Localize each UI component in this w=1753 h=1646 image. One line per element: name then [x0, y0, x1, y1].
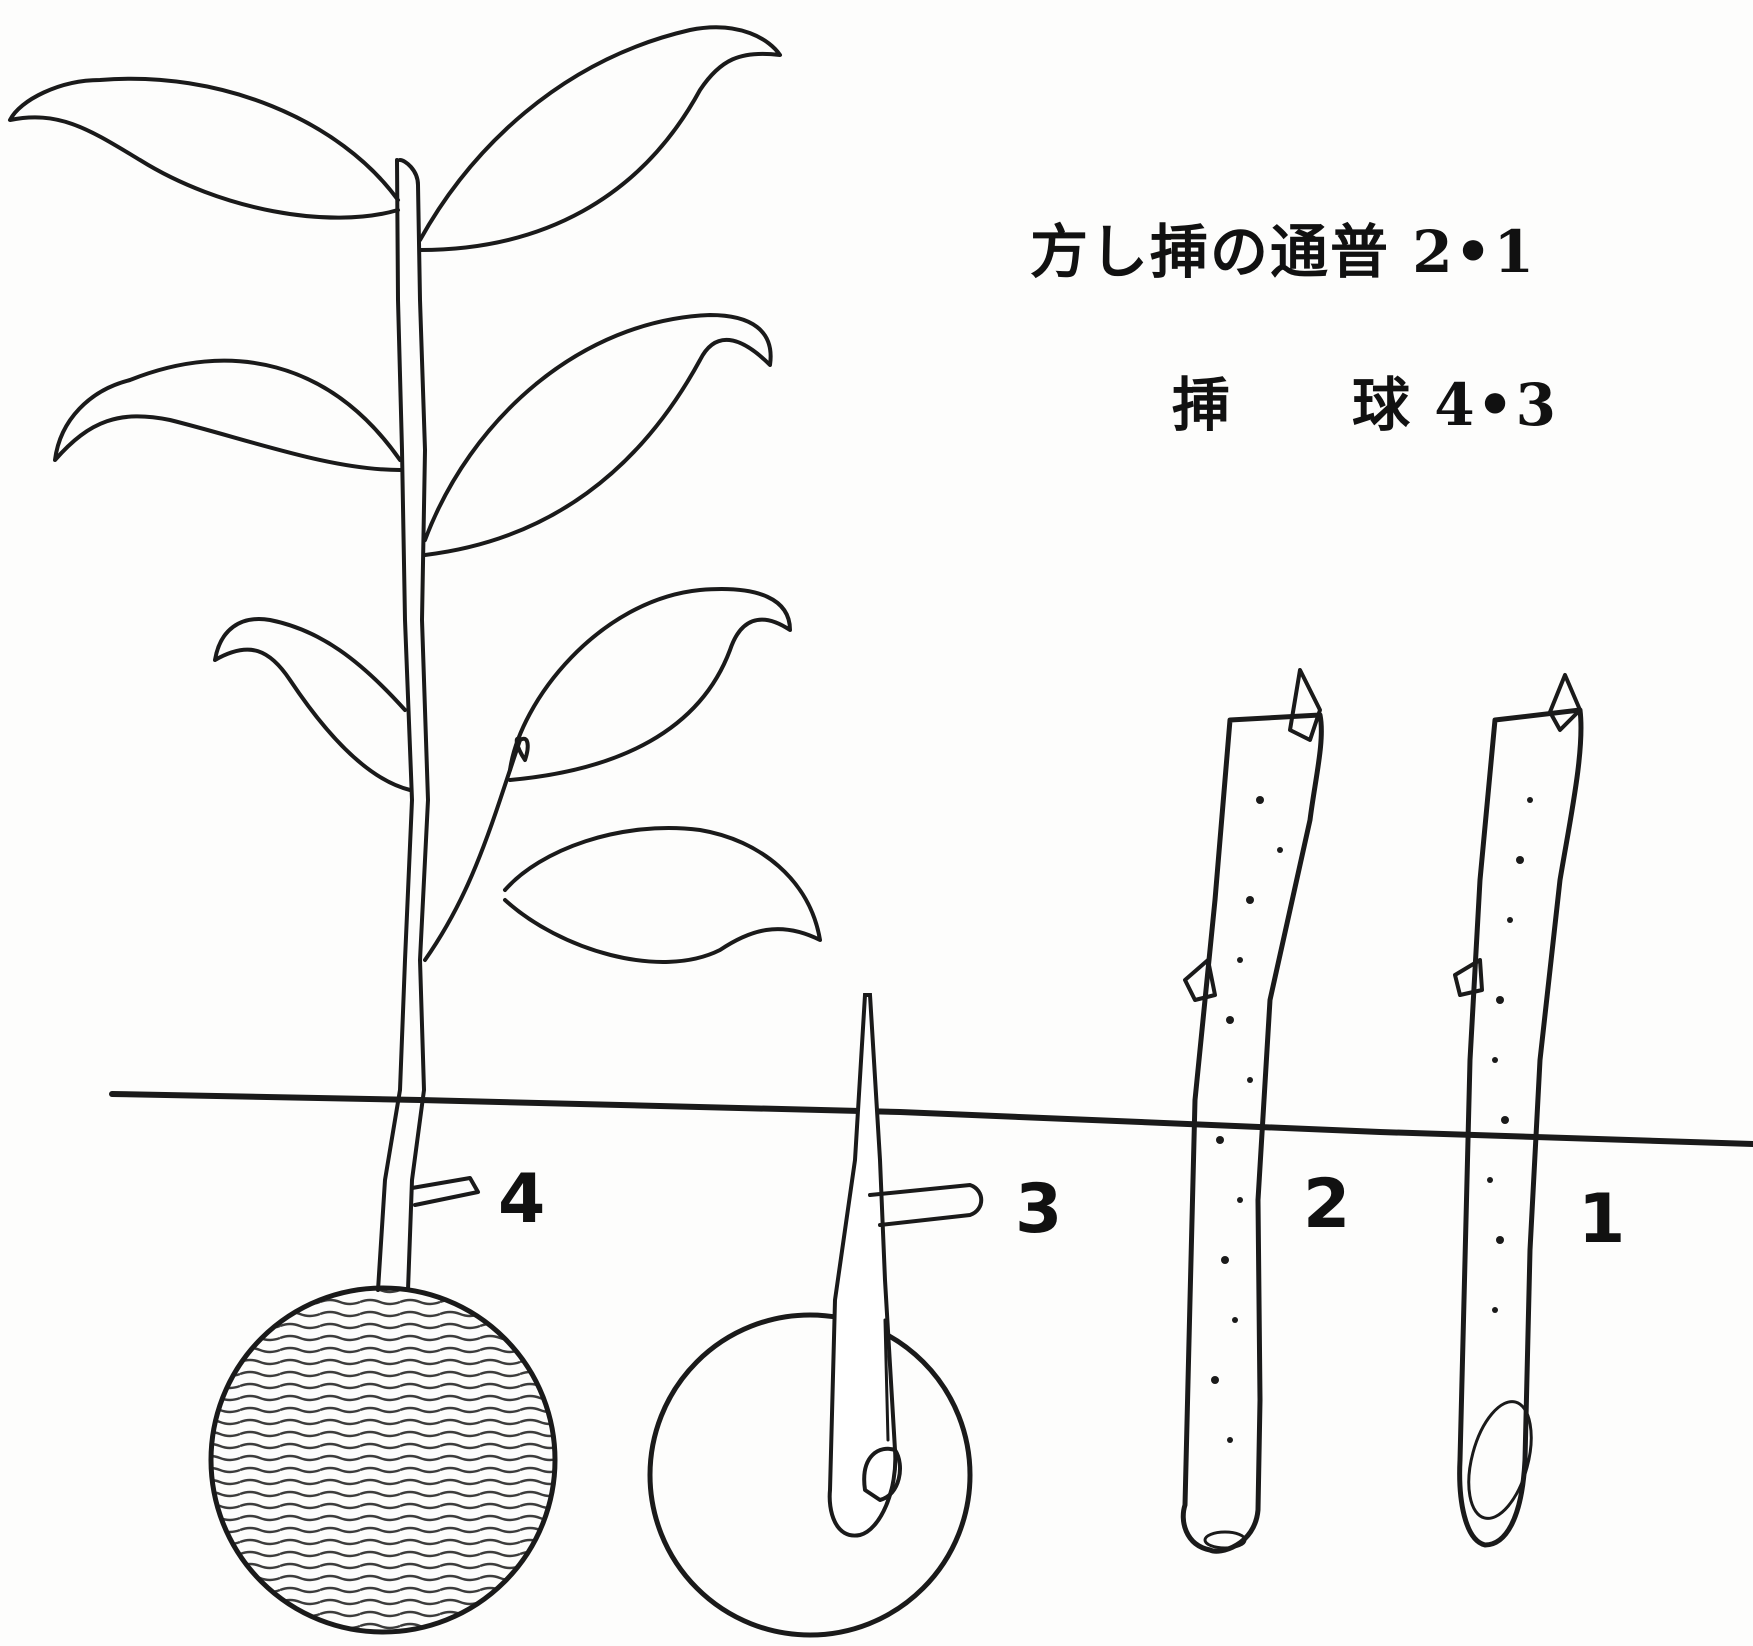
caption-line-2: 挿 球 4•3	[1172, 358, 1558, 442]
plant-4-illustration	[10, 27, 820, 1635]
label-item-3: 3	[1015, 1170, 1062, 1249]
leaf	[420, 27, 780, 250]
label-item-2: 2	[1303, 1165, 1350, 1244]
cutting-2-illustration	[1183, 670, 1321, 1551]
cutting-3-illustration	[650, 995, 981, 1635]
leaf	[215, 619, 410, 790]
leaf	[425, 315, 771, 555]
cutting-1-illustration	[1455, 675, 1581, 1545]
leaf	[10, 79, 398, 218]
label-item-4: 4	[498, 1160, 545, 1239]
leaf	[505, 828, 820, 962]
label-item-1: 1	[1578, 1180, 1625, 1259]
caption-line-1: 方し挿の通普 2•1	[1030, 205, 1536, 289]
leaf	[55, 361, 400, 470]
leaf	[510, 589, 790, 780]
